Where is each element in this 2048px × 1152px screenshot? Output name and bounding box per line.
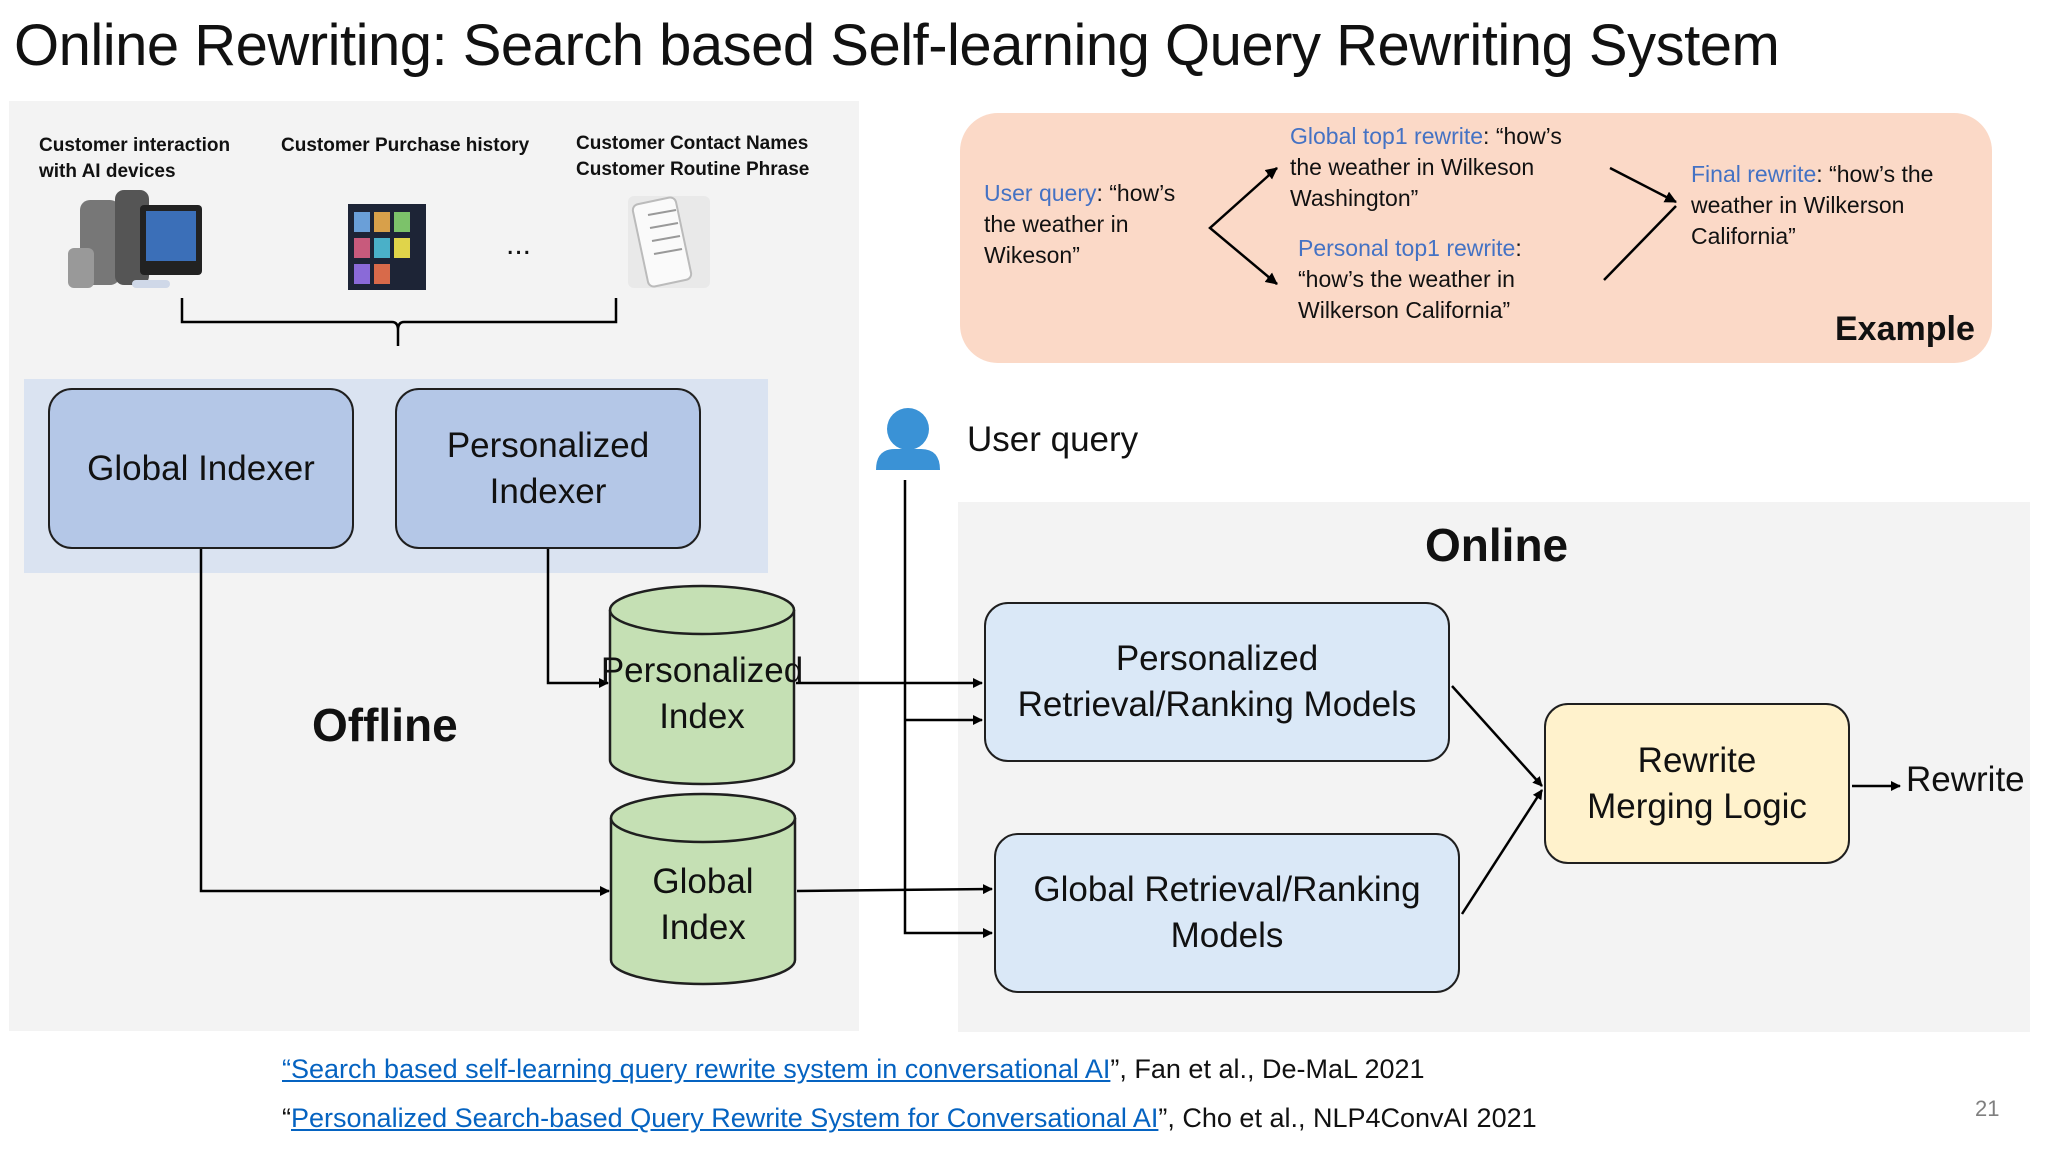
purchase-history-tablet-icon [348, 204, 426, 290]
arrow-query-to-gmodels [903, 480, 993, 938]
example-user-query-value: : “how’s the weather in Wikeson” [984, 180, 1176, 268]
example-personal-key: Personal top1 rewrite [1298, 235, 1516, 261]
example-arrow-merge-top [1609, 166, 1677, 204]
global-index-label: Global Index [652, 862, 754, 947]
reference-1-link[interactable]: “Search based self-learning query rewrit… [282, 1054, 1111, 1084]
global-index-cylinder [609, 792, 797, 986]
global-indexer-box: Global Indexer [48, 388, 354, 549]
example-global-rewrite: Global top1 rewrite: “how’s the weather … [1290, 121, 1590, 214]
example-arrow-up [1264, 167, 1278, 180]
example-box [960, 113, 1992, 363]
sources-brace [180, 298, 618, 346]
example-personal-value: : “how’s the weather in Wilkerson Califo… [1298, 235, 1522, 323]
arrow-pindexer-to-pindex [546, 549, 609, 688]
rewrite-output-label: Rewrite [1906, 760, 2025, 799]
arrow-gmodels-to-merge [1460, 789, 1544, 915]
personalized-indexer-box: Personalized Indexer [395, 388, 701, 549]
arrow-gindex-to-gmodels [796, 884, 993, 895]
example-final-rewrite: Final rewrite: “how’s the weather in Wil… [1691, 159, 1971, 252]
smart-speaker-devices-icon [68, 190, 202, 288]
reference-2-open: “ [282, 1103, 291, 1133]
personalized-index-label: Personalized Index [600, 651, 804, 736]
reference-2-rest: ”, Cho et al., NLP4ConvAI 2021 [1158, 1103, 1537, 1133]
page-number: 21 [1975, 1096, 2000, 1121]
user-query-label: User query [967, 420, 1139, 459]
online-label: Online [1425, 519, 1569, 571]
offline-label: Offline [312, 699, 458, 751]
phone-contacts-icon [628, 196, 710, 288]
example-arrow-merge-bottom [1603, 205, 1677, 281]
example-personal-rewrite: Personal top1 rewrite: “how’s the weathe… [1298, 233, 1568, 326]
example-arrow-down [1264, 272, 1278, 285]
arrow-gindexer-to-gindex [199, 549, 610, 896]
user-icon [876, 408, 940, 470]
example-final-key: Final rewrite [1691, 161, 1817, 187]
ellipsis: ... [506, 228, 532, 261]
example-label: Example [1835, 310, 1975, 348]
source-label-purchase: Customer Purchase history [281, 135, 530, 156]
personalized-models-box: Personalized Retrieval/Ranking Models [984, 602, 1450, 762]
reference-1-rest: ”, Fan et al., De-MaL 2021 [1110, 1054, 1425, 1084]
reference-2-link[interactable]: Personalized Search-based Query Rewrite … [291, 1103, 1159, 1133]
reference-1: “Search based self-learning query rewrit… [282, 1054, 1425, 1085]
source-label-devices: Customer interaction with AI devices [39, 135, 231, 182]
reference-2: “Personalized Search-based Query Rewrite… [282, 1103, 1537, 1134]
example-user-query: User query: “how’s the weather in Wikeso… [984, 178, 1194, 271]
arrow-pmodels-to-merge [1451, 685, 1543, 787]
source-label-contacts: Customer Contact Names Customer Routine … [576, 133, 810, 180]
example-split-lines [1208, 167, 1278, 285]
example-global-key: Global top1 rewrite [1290, 123, 1484, 149]
global-models-box: Global Retrieval/Ranking Models [994, 833, 1460, 993]
example-final-value: : “how’s the weather in Wilkerson Califo… [1691, 161, 1934, 249]
example-user-query-key: User query [984, 180, 1097, 206]
slide-title: Online Rewriting: Search based Self-lear… [14, 13, 1780, 78]
merging-logic-box: Rewrite Merging Logic [1544, 703, 1850, 864]
personalized-index-cylinder [608, 584, 796, 786]
example-global-value: : “how’s the weather in Wilkeson Washing… [1290, 123, 1562, 211]
